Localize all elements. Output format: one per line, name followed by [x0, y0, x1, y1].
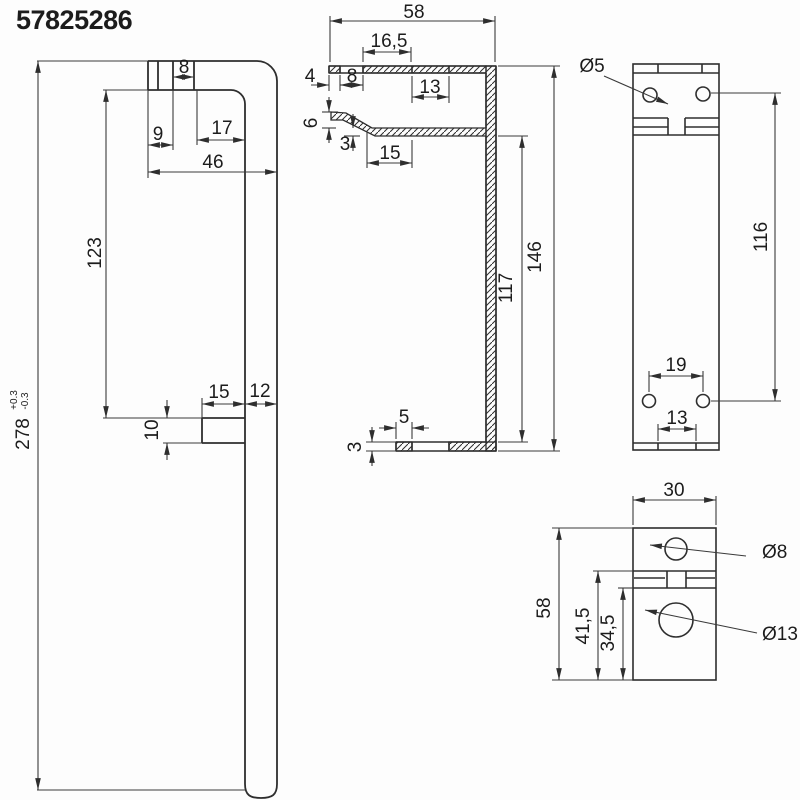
dim-top-46: 46	[202, 152, 223, 173]
part-number: 57825286	[16, 5, 133, 35]
dim-height-146: 146	[525, 241, 546, 273]
section-view: 58 16,5 13 4 8 6 3 15 117 146 5 3	[301, 2, 560, 466]
side-view-outline	[147, 60, 278, 799]
dim-hook-9: 9	[153, 124, 164, 145]
section-dimensions	[311, 16, 560, 466]
dim-step-15: 15	[208, 382, 229, 403]
dim-width-58: 58	[403, 2, 424, 23]
dim-inner-123: 123	[85, 237, 106, 269]
section-outline	[328, 65, 497, 452]
dim-41-5: 41,5	[573, 608, 594, 645]
dia5-leader-line	[603, 75, 669, 105]
front-outline	[632, 63, 720, 451]
bent-tab-section	[330, 111, 487, 137]
dim-34-5: 34,5	[598, 615, 619, 652]
top-hole-left	[642, 87, 658, 103]
dim-slot-13: 13	[666, 408, 687, 429]
dim-pitch-116: 116	[751, 222, 772, 252]
dim-dia-5: Ø5	[579, 56, 604, 77]
dim-step-10: 10	[142, 419, 163, 440]
plate-dimensions	[552, 496, 758, 681]
dim-thickness-3: 3	[340, 134, 351, 155]
bottom-hole-right	[695, 393, 711, 409]
plate-view: 30 Ø8 Ø13 58 41,5 34,5	[534, 480, 798, 681]
dim-total-278: 278	[13, 418, 34, 450]
dim-tab-6: 6	[301, 118, 322, 129]
side-view: 8 9 17 46 123 278 +0.3 -0.3 15 12 10	[9, 57, 278, 799]
dim-hole-13: 13	[419, 77, 440, 98]
dim-16-5: 16,5	[371, 31, 408, 52]
dim-slot-8: 8	[179, 57, 190, 78]
dim-slot-8: 8	[347, 66, 358, 87]
bar-rounded-tip	[244, 783, 278, 799]
front-view: Ø5 116 19 13	[579, 56, 781, 451]
dim-inner-117: 117	[496, 273, 517, 303]
dim-dia-13: Ø13	[762, 624, 798, 645]
dim-foot-5: 5	[399, 407, 410, 428]
dim-pitch-19: 19	[665, 355, 686, 376]
dim-lip-4: 4	[305, 66, 316, 87]
dim-width-30: 30	[663, 480, 684, 501]
tolerance-plus: +0.3	[9, 390, 20, 410]
tolerance-minus: -0.3	[20, 392, 31, 410]
hole-dia13	[658, 602, 694, 638]
dim-bar-12: 12	[249, 381, 270, 402]
top-hole-right	[695, 86, 711, 102]
section-hatching	[328, 65, 497, 452]
dim-foot-3: 3	[345, 442, 366, 453]
bottom-hole-left	[641, 393, 657, 409]
side-view-dimensions	[35, 60, 277, 791]
dia13-leader-line	[644, 609, 758, 634]
dim-height-58: 58	[534, 597, 555, 618]
plate-outline	[632, 527, 717, 681]
dim-dia-8: Ø8	[762, 542, 787, 563]
front-dimensions	[603, 75, 781, 441]
dim-tab-15: 15	[379, 143, 400, 164]
dia8-leader-line	[649, 543, 747, 557]
dim-hook-17: 17	[211, 118, 232, 139]
